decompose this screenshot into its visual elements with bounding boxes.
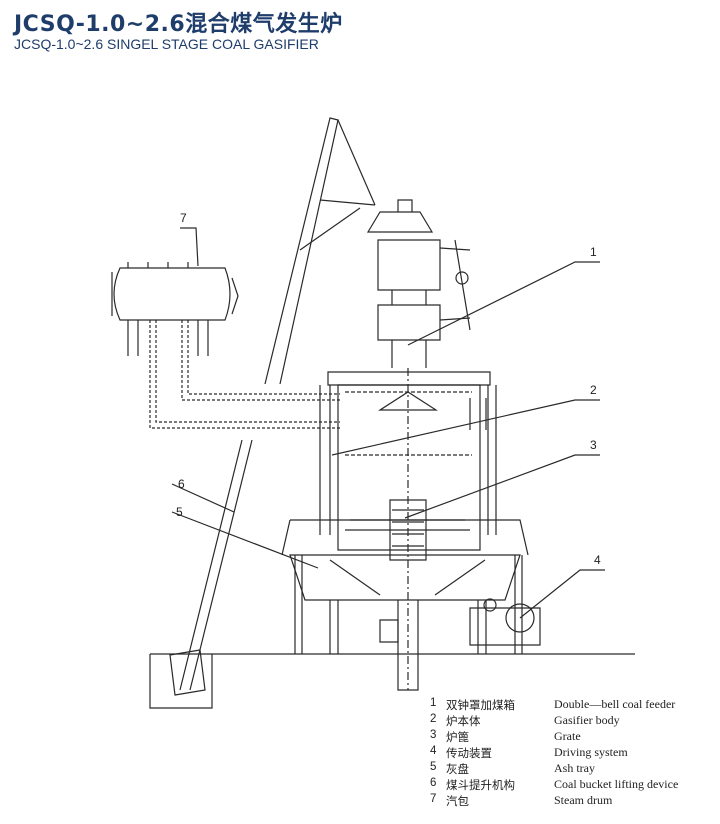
callout-4: 4 (594, 553, 601, 567)
drive-wheel (505, 603, 535, 633)
legend-zh: 灰盘 (446, 762, 469, 776)
steam-drum-legs (127, 320, 209, 356)
leader-2 (331, 399, 600, 456)
legend-en: Steam drum (554, 793, 613, 807)
ash-discharge (397, 600, 419, 691)
callout-7: 7 (180, 211, 187, 225)
legend-num: 5 (430, 761, 437, 773)
steam-drum-ends (111, 272, 239, 316)
support-legs (294, 555, 523, 654)
legend-row: 3 炉篦 Grate (430, 729, 710, 745)
steam-pipe-2 (181, 320, 340, 401)
leader-1 (407, 261, 600, 346)
ash-tray-inner (329, 559, 486, 596)
callout-1: 1 (590, 245, 597, 259)
legend-en: Double—bell coal feeder (554, 697, 676, 711)
callout-6: 6 (178, 477, 185, 491)
feeder-top-flange (397, 199, 413, 212)
feeder-upper-body (377, 239, 441, 291)
legend-en: Driving system (554, 745, 628, 759)
legend-row: 7 汽包 Steam drum (430, 793, 710, 809)
skip-rail-lower (179, 439, 253, 691)
legend-num: 1 (430, 697, 437, 709)
inner-legs (329, 600, 487, 654)
drive-motor (469, 607, 541, 646)
leader-4 (519, 569, 605, 619)
legend-zh: 煤斗提升机构 (446, 778, 515, 792)
legend-row: 5 灰盘 Ash tray (430, 761, 710, 777)
legend-en: Coal bucket lifting device (554, 777, 679, 791)
steam-pipe-1 (149, 320, 340, 429)
steam-drum (113, 267, 231, 321)
support-frame (281, 519, 529, 556)
grate-rings (392, 509, 424, 547)
coal-bucket (169, 649, 206, 696)
skip-rail-frame (299, 119, 376, 251)
legend-en: Ash tray (554, 761, 595, 775)
page-subtitle: JCSQ-1.0~2.6 SINGEL STAGE COAL GASIFIER (14, 36, 319, 52)
water-jacket-pipe (469, 398, 487, 430)
leader-5 (171, 511, 319, 569)
parts-legend: 1 双钟罩加煤箱 Double—bell coal feeder 2 炉本体 G… (430, 697, 710, 809)
callout-5: 5 (176, 505, 183, 519)
leader-6 (171, 483, 235, 513)
gasifier-columns (319, 385, 497, 535)
steam-drum-nozzles (127, 262, 189, 268)
legend-zh: 传动装置 (446, 746, 492, 760)
page-title: JCSQ-1.0~2.6混合煤气发生炉 (14, 12, 343, 37)
callout-2: 2 (590, 383, 597, 397)
ash-tray (289, 554, 521, 601)
legend-en: Gasifier body (554, 713, 620, 727)
leader-3 (404, 454, 600, 519)
feeder-neck (391, 290, 427, 368)
legend-zh: 炉篦 (446, 730, 469, 744)
legend-row: 6 煤斗提升机构 Coal bucket lifting device (430, 777, 710, 793)
legend-zh: 双钟罩加煤箱 (446, 698, 515, 712)
legend-row: 4 传动装置 Driving system (430, 745, 710, 761)
legend-row: 2 炉本体 Gasifier body (430, 713, 710, 729)
grate (389, 499, 427, 561)
leader-7 (180, 227, 199, 267)
ash-side-outlet (379, 619, 399, 643)
feeder-lower-body (377, 304, 441, 341)
feeder-pivot (455, 271, 469, 285)
bucket-pit (149, 654, 213, 709)
legend-num: 2 (430, 713, 437, 725)
feeder-hopper (366, 211, 434, 233)
drive-gear (483, 598, 497, 612)
legend-num: 4 (430, 745, 437, 757)
legend-num: 7 (430, 793, 437, 805)
legend-en: Grate (554, 729, 581, 743)
legend-num: 3 (430, 729, 437, 741)
legend-row: 1 双钟罩加煤箱 Double—bell coal feeder (430, 697, 710, 713)
gasifier-top (327, 371, 491, 386)
callout-3: 3 (590, 438, 597, 452)
legend-zh: 炉本体 (446, 714, 481, 728)
legend-num: 6 (430, 777, 437, 789)
legend-zh: 汽包 (446, 794, 469, 808)
skip-rail-upper (264, 117, 339, 385)
gasifier-cone-top (377, 391, 439, 411)
